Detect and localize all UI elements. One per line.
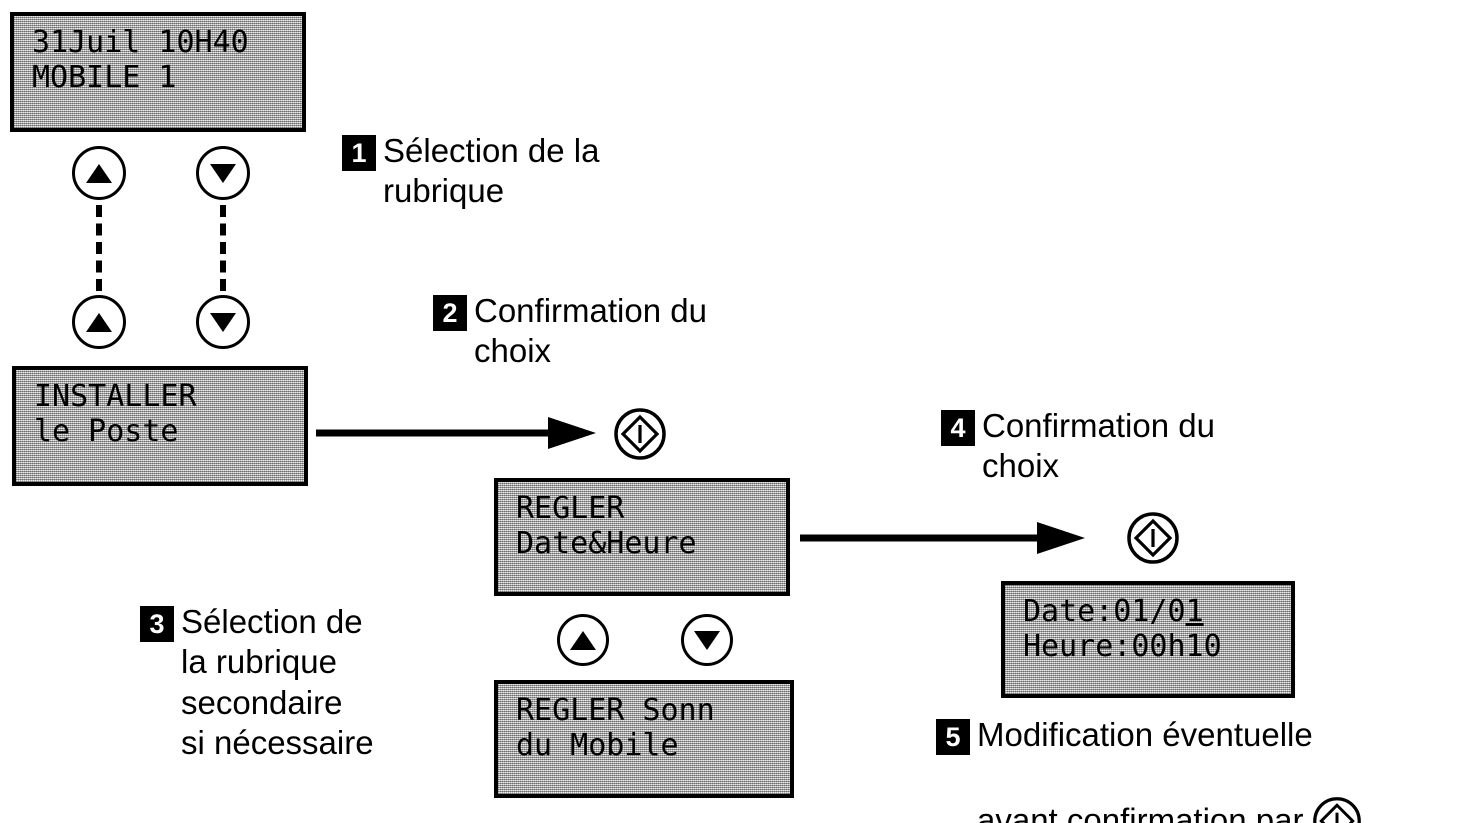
dashed-connector-left [96,205,102,291]
step-text-4: Confirmation du choix [982,407,1215,485]
down-button-bottom[interactable] [196,295,250,349]
lcd-display-installer: INSTALLER le Poste [12,366,308,486]
lcd-regler-date-line1: REGLER [516,491,625,526]
lcd-date-line: Date:01/01 [1023,594,1291,630]
flow-arrow-1 [316,412,596,454]
callout-step-3: 3 Sélection de la rubrique secondaire si… [140,602,500,763]
callout-step-1: 1 Sélection de la rubrique [342,131,762,212]
down-arrow-icon [210,163,236,183]
validate-button-1[interactable] [613,407,667,461]
up-arrow-icon [86,312,112,332]
lcd-regler-date-line2: Date&Heure [516,525,697,561]
validate-icon-inline [1312,755,1362,823]
flow-arrow-2 [800,517,1085,559]
step-text-1: Sélection de la rubrique [383,132,600,210]
lcd-display-idle: 31Juil 10H40 MOBILE 1 [10,12,306,132]
step-badge-2: 2 [433,295,467,331]
callout-step-2: 2 Confirmation du choix [433,291,853,372]
lcd-regler-sonnerie-line1: REGLER Sonn [516,693,715,728]
up-arrow-icon [570,630,596,650]
lcd-date-cursor: 1 [1185,594,1204,629]
down-button-top[interactable] [196,146,250,200]
step-badge-4: 4 [941,410,975,446]
lcd-regler-sonnerie-line2: du Mobile [516,727,679,763]
down-button-middle[interactable] [681,614,733,666]
lcd-idle-line1: 31Juil 10H40 [32,25,249,60]
step-text-5: Modification éventuelle avant confirmati… [977,715,1362,823]
up-button-bottom[interactable] [72,295,126,349]
step-text-3: Sélection de la rubrique secondaire si n… [181,603,374,761]
step-badge-1: 1 [342,135,376,171]
step-badge-3: 3 [140,606,174,642]
lcd-display-regler-date: REGLER Date&Heure [494,478,790,596]
lcd-date-value: Date:01/0 [1023,594,1186,629]
step-text-2: Confirmation du choix [474,292,707,370]
down-arrow-icon [210,312,236,332]
callout-step-4: 4 Confirmation du choix [941,406,1371,487]
dashed-connector-right [220,205,226,291]
up-arrow-icon [86,163,112,183]
callout-step-5: 5 Modification éventuelle avant confirma… [936,715,1481,823]
lcd-idle-line2: MOBILE 1 [32,59,177,95]
step-badge-5: 5 [936,719,970,755]
lcd-installer-line2: le Poste [34,413,179,449]
step-text-5-body: Modification éventuelle avant confirmati… [977,716,1313,823]
lcd-heure-line: Heure:00h10 [1023,628,1222,664]
up-button-middle[interactable] [557,614,609,666]
lcd-installer-line1: INSTALLER [34,379,197,414]
up-button-top[interactable] [72,146,126,200]
lcd-display-date-heure: Date:01/01 Heure:00h10 [1001,581,1295,698]
lcd-display-regler-sonnerie: REGLER Sonn du Mobile [494,680,794,798]
validate-button-2[interactable] [1126,511,1180,565]
down-arrow-icon [694,630,720,650]
